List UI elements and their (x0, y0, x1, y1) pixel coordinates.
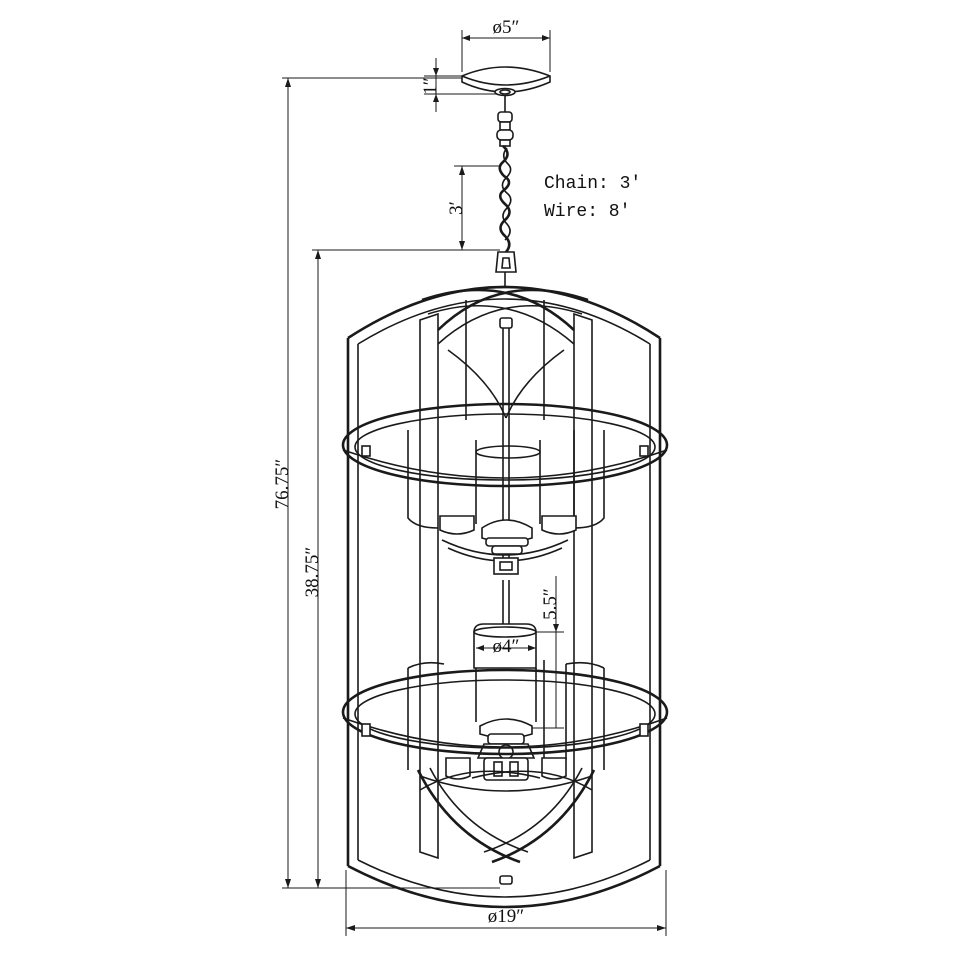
lower-ring (341, 668, 669, 756)
inner-bars (419, 300, 593, 860)
dim-overall-height: 76.75″ (272, 77, 500, 889)
dim-chain-length: 3′ (446, 165, 500, 251)
outer-cage (346, 285, 662, 909)
upper-candles (407, 430, 605, 575)
dim-label-canopy-height: 1″ (420, 77, 441, 94)
bottom-arches (416, 767, 596, 864)
note-wire: Wire: 8′ (544, 202, 630, 222)
dim-body-diameter: ø19″ (345, 870, 667, 936)
upper-ring (341, 402, 669, 488)
dim-canopy-height: 1″ (420, 58, 498, 112)
dim-label-socket-spacing: 5.5″ (540, 588, 561, 620)
dim-body-height: 38.75″ (302, 249, 496, 888)
canopy (461, 66, 551, 97)
note-chain: Chain: 3′ (544, 174, 641, 194)
dim-label-body-diameter: ø19″ (488, 906, 524, 927)
dim-label-chain-length: 3′ (446, 201, 467, 215)
dim-label-overall-height: 76.75″ (272, 459, 293, 510)
dim-label-cup-diameter: ø4″ (493, 636, 520, 657)
center-rod (499, 317, 513, 640)
chain (495, 96, 517, 286)
dim-label-canopy-diameter: ø5″ (493, 17, 520, 38)
dim-socket-spacing: 5.5″ (532, 576, 564, 729)
top-arches (421, 288, 589, 419)
dim-label-body-height: 38.75″ (302, 547, 323, 598)
dim-canopy-diameter: ø5″ (461, 17, 551, 72)
dim-cup-diameter: ø4″ (476, 636, 536, 657)
